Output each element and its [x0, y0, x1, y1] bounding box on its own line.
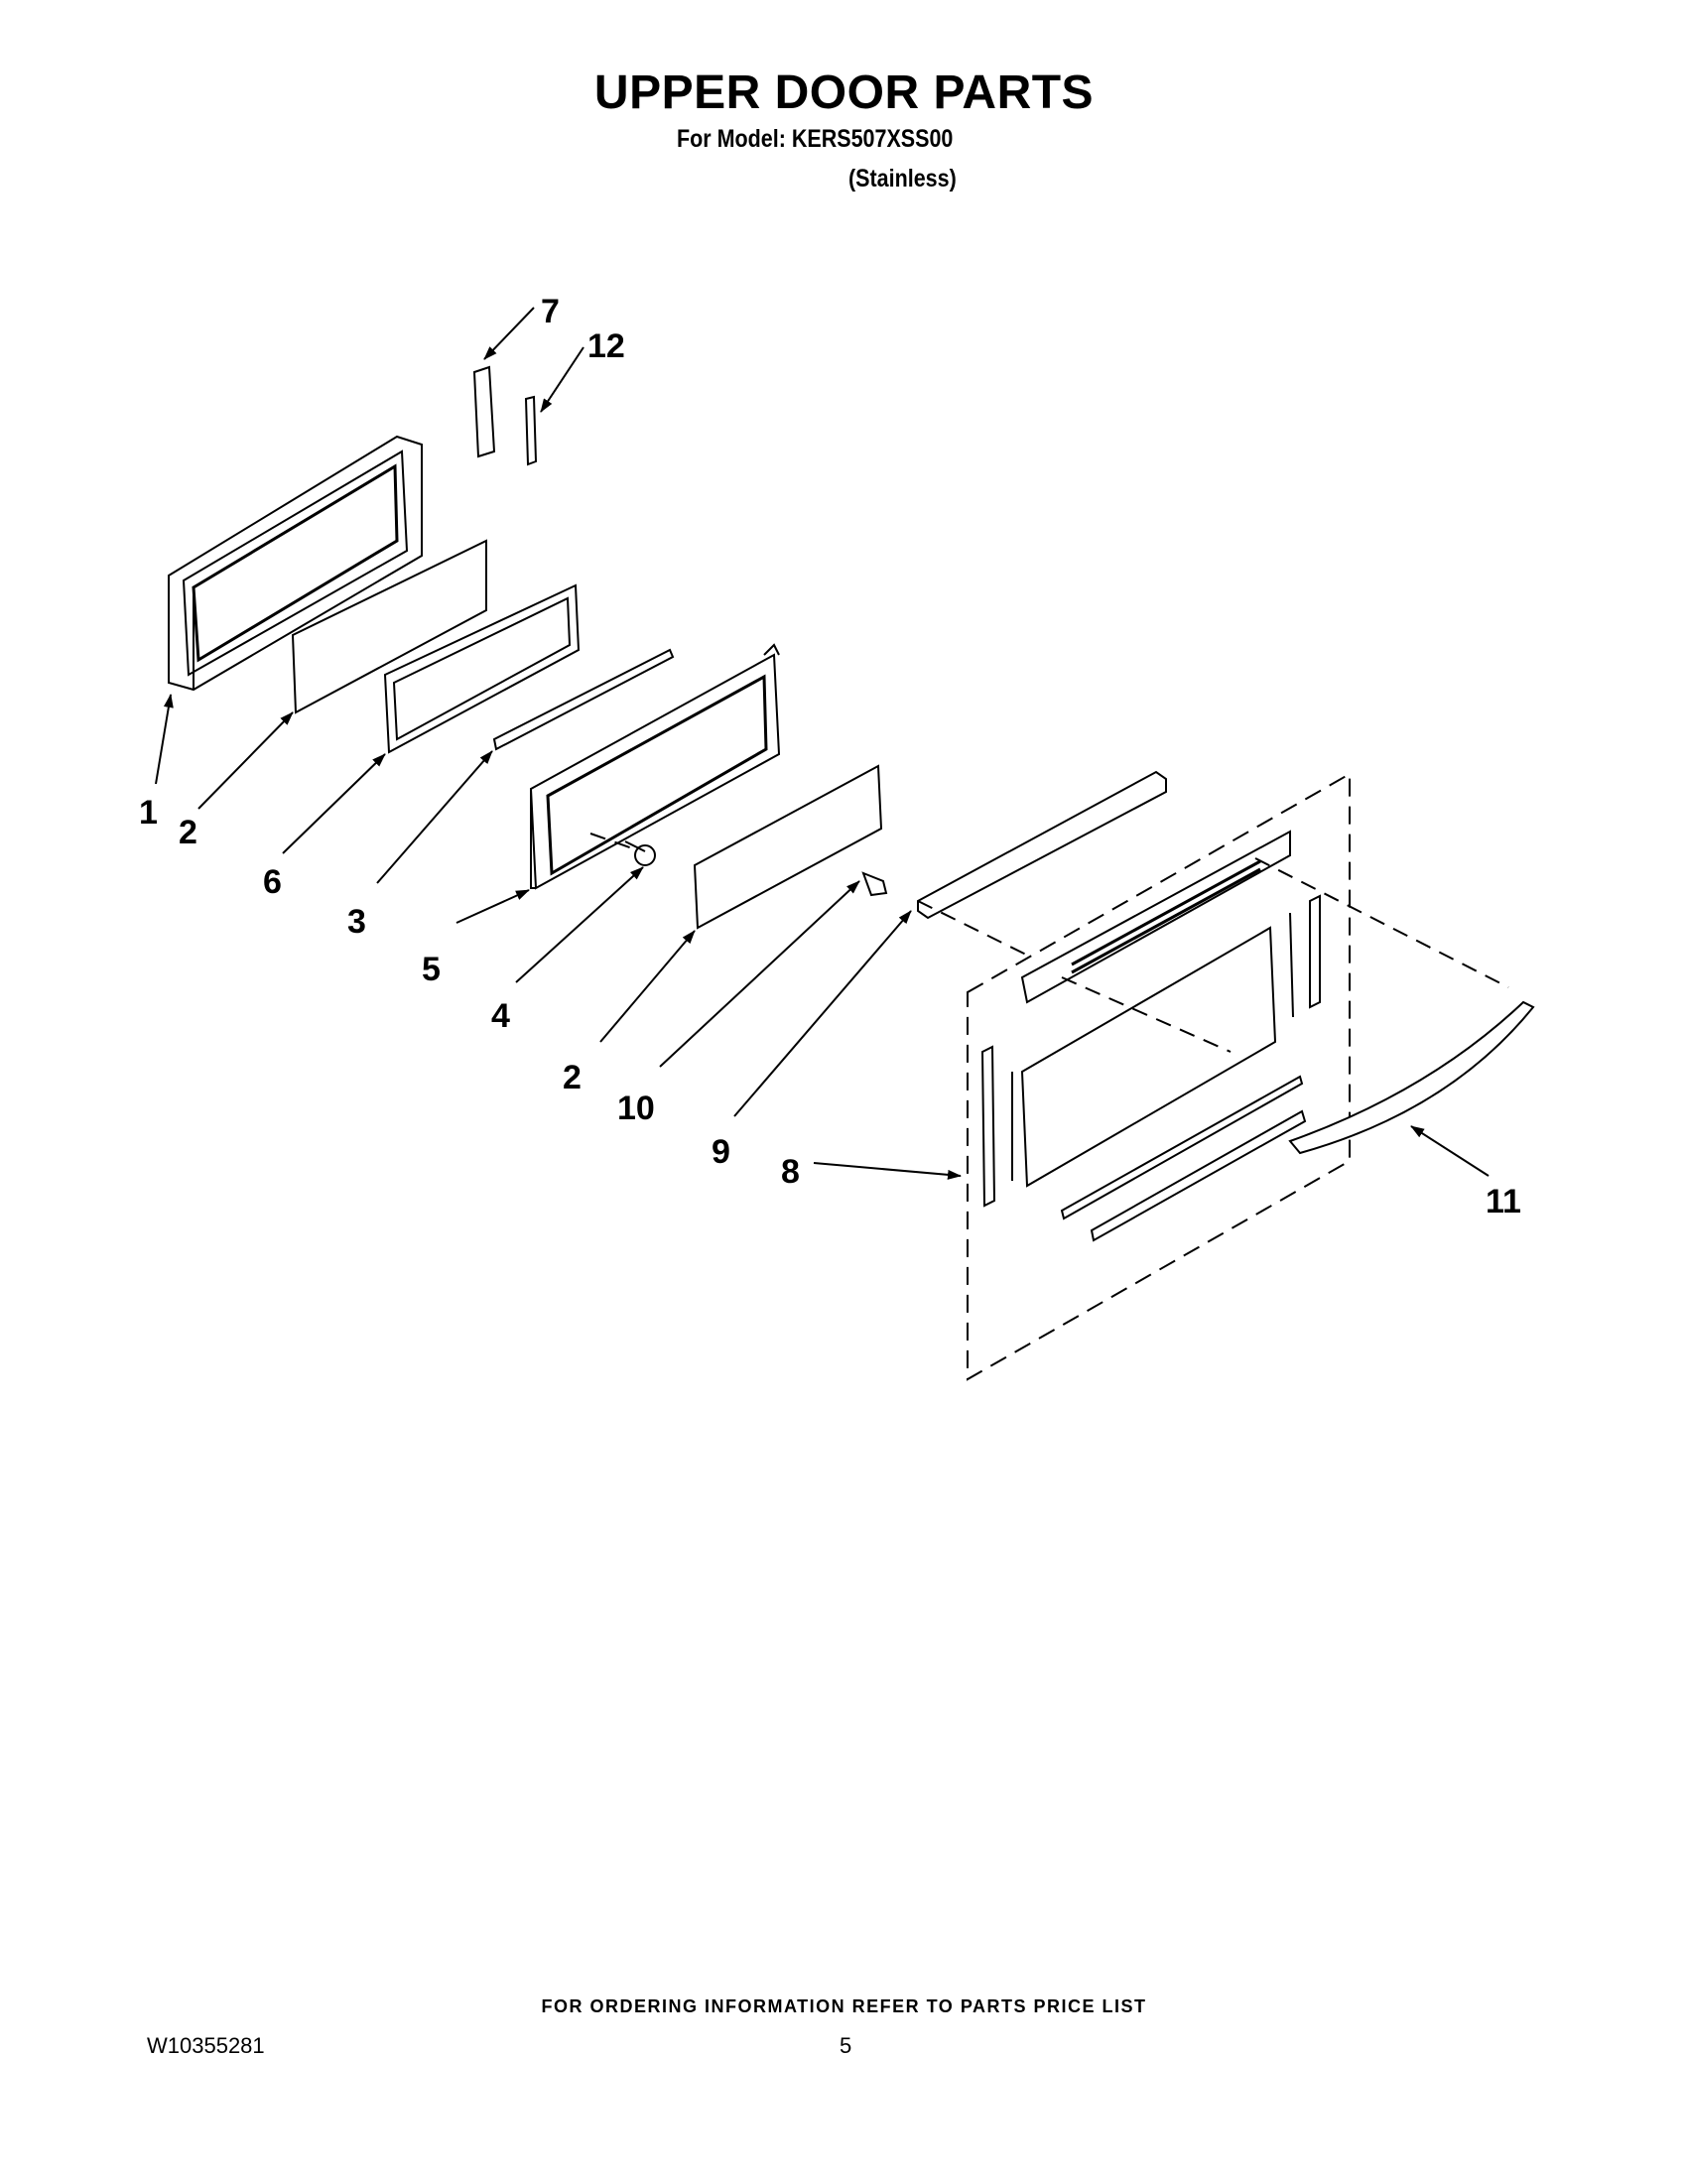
part-10-screw — [861, 871, 888, 897]
callout-2-upper: 2 — [179, 814, 197, 851]
part-3-retainer — [492, 648, 675, 751]
part-2-glass-lower — [693, 764, 883, 930]
page-title: UPPER DOOR PARTS — [593, 66, 1095, 119]
part-2-glass-upper — [291, 539, 487, 714]
part-6-gasket — [383, 583, 581, 754]
leader-arrows — [155, 307, 1490, 1180]
callout-5: 5 — [422, 951, 441, 988]
callout-12: 12 — [587, 327, 625, 365]
part-11-handle — [1288, 1000, 1535, 1155]
callout-10: 10 — [617, 1090, 655, 1127]
callout-2-lower: 2 — [563, 1059, 582, 1096]
callout-7: 7 — [541, 293, 560, 330]
part-7-hinge — [472, 365, 496, 458]
part-8-outer-panel-outline — [967, 772, 1351, 1381]
part-1-inner-door-frame — [168, 435, 423, 692]
vent-trim — [1020, 830, 1291, 1004]
alignment-lines — [589, 833, 1509, 1053]
ordering-note: FOR ORDERING INFORMATION REFER TO PARTS … — [541, 1996, 1147, 2016]
part-5-door-liner — [529, 643, 781, 890]
callout-6: 6 — [263, 863, 282, 901]
part-4-screw — [624, 840, 656, 866]
part-9-trim-bar — [917, 770, 1167, 920]
part-12-hinge-pin — [524, 395, 538, 466]
finish-line: (Stainless) — [848, 165, 957, 193]
bottom-strips — [1060, 1075, 1307, 1242]
document-number: W10355281 — [147, 2033, 265, 2058]
model-line: For Model: KERS507XSS00 — [677, 125, 954, 153]
outer-glass — [980, 894, 1321, 1208]
callout-11: 11 — [1486, 1183, 1521, 1220]
page-number: 5 — [840, 2033, 852, 2058]
callout-9: 9 — [712, 1133, 730, 1171]
callout-3: 3 — [347, 903, 366, 941]
callout-1: 1 — [139, 794, 158, 832]
callout-4: 4 — [491, 997, 510, 1035]
callout-8: 8 — [781, 1153, 800, 1191]
